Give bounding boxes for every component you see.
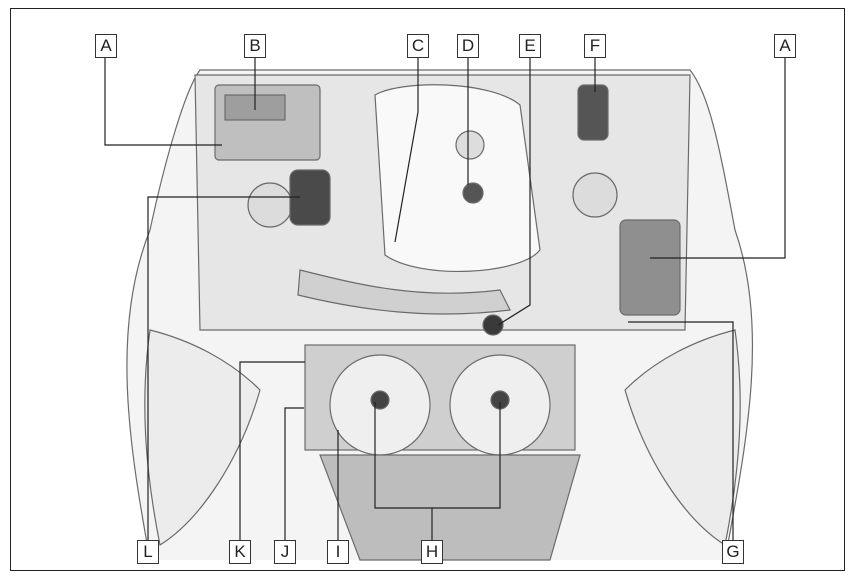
- callout-K: K: [229, 540, 251, 564]
- left-strut-mount: [248, 183, 292, 227]
- callout-I: I: [327, 540, 349, 564]
- brake-fluid-reservoir: [578, 85, 608, 140]
- fuse-box: [620, 220, 680, 315]
- callout-J: J: [274, 540, 296, 564]
- right-strut-mount: [573, 173, 617, 217]
- callout-L: L: [137, 540, 159, 564]
- callout-D: D: [457, 34, 479, 58]
- callout-A-right: A: [774, 34, 796, 58]
- coolant-cap: [483, 315, 503, 335]
- callout-C: C: [407, 34, 429, 58]
- callout-E: E: [519, 34, 541, 58]
- callout-G: G: [722, 540, 744, 564]
- callout-A-left: A: [95, 34, 117, 58]
- engine-cover: [375, 85, 540, 272]
- oil-filler-cap: [463, 183, 483, 203]
- callout-B: B: [244, 34, 266, 58]
- callout-H: H: [421, 540, 443, 564]
- callout-F: F: [584, 34, 606, 58]
